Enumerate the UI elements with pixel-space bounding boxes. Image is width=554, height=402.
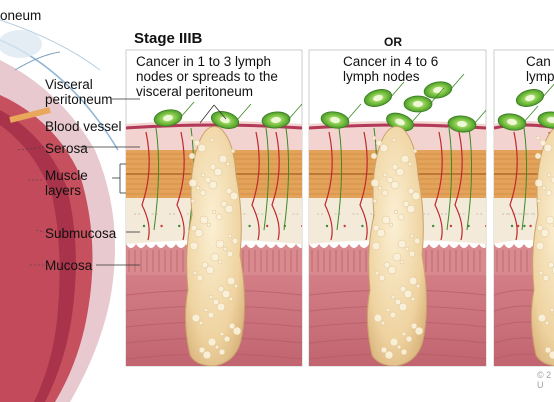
blood-vessel: [251, 131, 260, 241]
panel-1-caption: Cancer in 1 to 3 lymph nodes or spreads …: [136, 54, 278, 99]
tumor: [184, 126, 246, 366]
overview-pointers: [17, 146, 45, 266]
or-label: OR: [384, 35, 402, 49]
copyright-text: © 2 U: [537, 370, 552, 390]
panel-1-illustration: [126, 101, 302, 366]
panel-3-illustration: [494, 83, 554, 366]
mucosa-label: Mucosa: [45, 258, 93, 273]
panel-3-caption: Can lymp: [526, 54, 554, 84]
lymph-vessel: [283, 127, 290, 231]
lymph-vessel: [263, 127, 270, 231]
lymph-vessel: [466, 127, 473, 231]
label-leader-lines: [78, 98, 227, 266]
submucosa-label: Submucosa: [45, 226, 117, 241]
lymph-vessel: [446, 127, 453, 231]
blood-vessel: [176, 131, 185, 241]
blood-vessel: [454, 131, 463, 241]
panel-2-caption: Cancer in 4 to 6 lymph nodes: [343, 54, 439, 84]
overview-section: [0, 19, 119, 402]
blood-vessel: [359, 131, 368, 241]
lymph-vessel: [521, 127, 528, 231]
blood-vessel-label: Blood vessel: [45, 119, 122, 134]
blood-vessel: [324, 131, 333, 241]
lymph-vessel: [153, 127, 160, 231]
tumor: [366, 126, 428, 366]
blood-vessel: [271, 131, 280, 241]
lymph-vessel: [336, 127, 343, 231]
visceral-peritoneum-label: Visceral peritoneum: [45, 77, 113, 107]
muscle-layers-label: Muscle layers: [45, 168, 88, 198]
blood-vessel: [434, 131, 443, 241]
serosa-label: Serosa: [45, 141, 88, 156]
blood-vessel: [509, 131, 518, 241]
overview-peritoneum-label: oneum: [0, 8, 42, 23]
blood-vessel: [141, 131, 150, 241]
panel-2-illustration: [309, 73, 486, 366]
stage-title: Stage IIIB: [134, 30, 203, 47]
